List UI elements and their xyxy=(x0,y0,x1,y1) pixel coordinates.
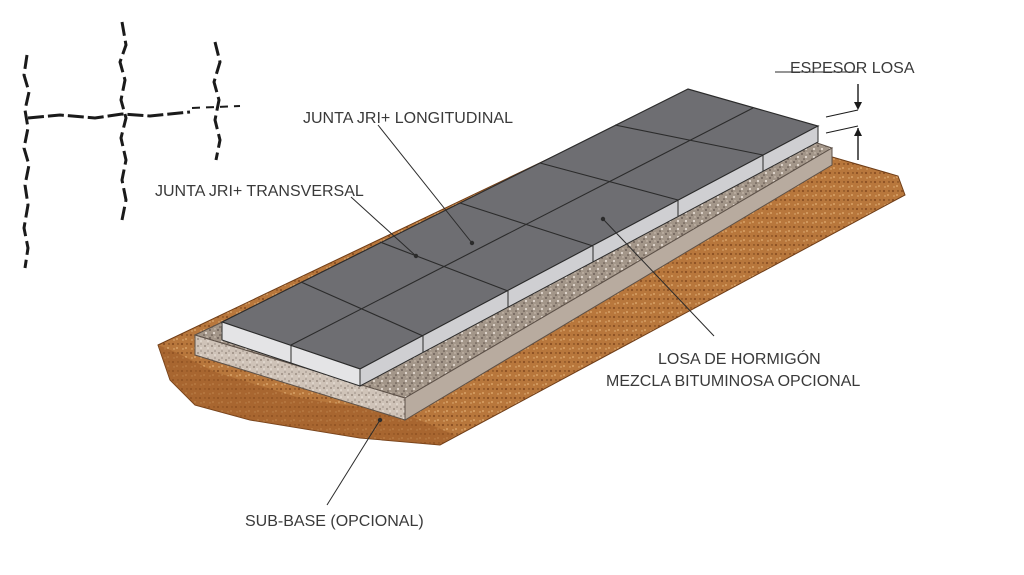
leader-lines xyxy=(326,71,858,506)
label-espesor-losa: ESPESOR LOSA xyxy=(790,60,915,77)
label-junta-transversal: JUNTA JRI+ TRANSVERSAL xyxy=(155,183,364,200)
leader-dots xyxy=(377,216,606,423)
label-mezcla-bituminosa: MEZCLA BITUMINOSA OPCIONAL xyxy=(606,373,860,390)
concrete-slab xyxy=(220,88,820,387)
label-sub-base: SUB-BASE (OPCIONAL) xyxy=(245,513,424,530)
joint-grid-icon xyxy=(22,21,241,269)
label-losa-hormigon: LOSA DE HORMIGÓN xyxy=(658,349,821,368)
label-junta-longitudinal: JUNTA JRI+ LONGITUDINAL xyxy=(303,110,513,127)
thickness-dimension xyxy=(825,84,862,160)
